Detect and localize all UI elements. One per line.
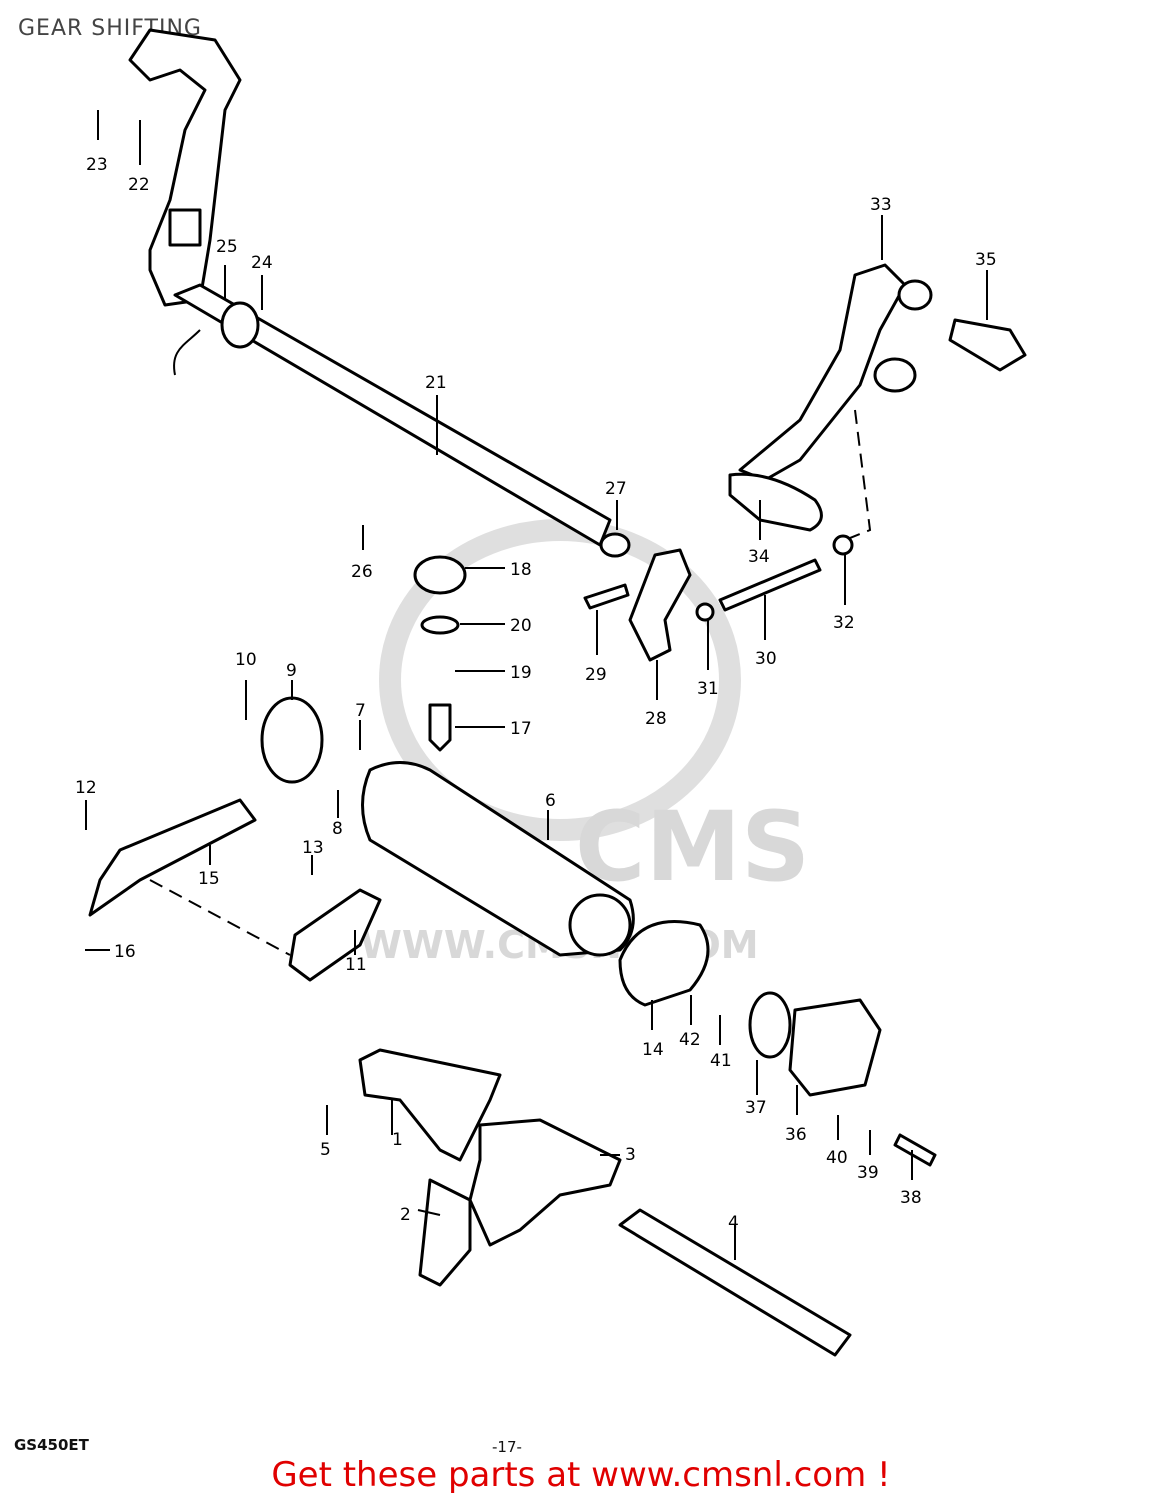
- gearshift-shaft-assembly: [128, 28, 631, 558]
- callout-30: 30: [755, 649, 777, 669]
- callout-26: 26: [351, 562, 373, 582]
- callout-16: 16: [114, 942, 136, 962]
- parts-banner-link[interactable]: Get these parts at www.cmsnl.com !: [271, 1455, 891, 1495]
- callout-22: 22: [128, 175, 150, 195]
- callout-40: 40: [826, 1148, 848, 1168]
- shift-forks: [358, 991, 937, 1357]
- callout-20: 20: [510, 616, 532, 636]
- callout-21: 21: [425, 373, 447, 393]
- callout-labels: 1 2 3 4 5 6 7 8 9 10 11 12 13 14 15 16 1…: [75, 155, 997, 1233]
- callout-18: 18: [510, 560, 532, 580]
- callout-1: 1: [392, 1130, 403, 1150]
- callout-35: 35: [975, 250, 997, 270]
- callout-23: 23: [86, 155, 108, 175]
- callout-29: 29: [585, 665, 607, 685]
- shift-pedal-assembly: [728, 263, 1027, 541]
- callout-7: 7: [355, 701, 366, 721]
- leader-lines: [85, 110, 988, 1260]
- callout-8: 8: [332, 819, 343, 839]
- callout-17: 17: [510, 719, 532, 739]
- callout-33: 33: [870, 195, 892, 215]
- callout-12: 12: [75, 778, 97, 798]
- callout-2: 2: [400, 1205, 411, 1225]
- model-code: GS450ET: [14, 1436, 89, 1454]
- callout-38: 38: [900, 1188, 922, 1208]
- callout-27: 27: [605, 479, 627, 499]
- callout-13: 13: [302, 838, 324, 858]
- callout-37: 37: [745, 1098, 767, 1118]
- callout-11: 11: [345, 955, 367, 975]
- callout-19: 19: [510, 663, 532, 683]
- callout-15: 15: [198, 869, 220, 889]
- callout-41: 41: [710, 1051, 732, 1071]
- callout-24: 24: [251, 253, 273, 273]
- callout-39: 39: [857, 1163, 879, 1183]
- callout-9: 9: [286, 661, 297, 681]
- callout-3: 3: [625, 1145, 636, 1165]
- callout-5: 5: [320, 1140, 331, 1160]
- gearshift-cam-drum: [88, 555, 710, 1007]
- callout-32: 32: [833, 613, 855, 633]
- callout-25: 25: [216, 237, 238, 257]
- callout-6: 6: [545, 791, 556, 811]
- callout-4: 4: [728, 1213, 739, 1233]
- callout-34: 34: [748, 547, 770, 567]
- callout-28: 28: [645, 709, 667, 729]
- callout-10: 10: [235, 650, 257, 670]
- page-number: -17-: [492, 1438, 522, 1456]
- callout-36: 36: [785, 1125, 807, 1145]
- callout-14: 14: [642, 1040, 664, 1060]
- callout-31: 31: [697, 679, 719, 699]
- stopper-linkage: [583, 534, 854, 662]
- callout-42: 42: [679, 1030, 701, 1050]
- watermark-logo: CMS: [575, 791, 810, 903]
